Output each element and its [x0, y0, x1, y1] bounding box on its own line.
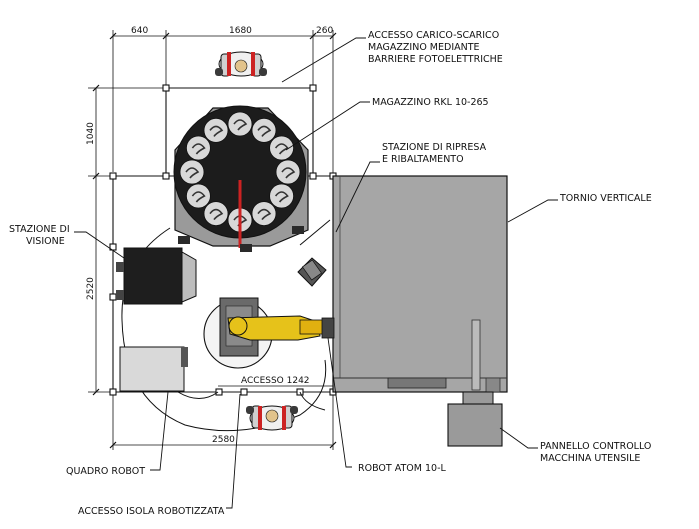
robot-atom	[203, 297, 335, 369]
dim-top-left: 640	[131, 26, 148, 36]
dim-left-upper: 1040	[86, 122, 96, 145]
magazine-pod	[275, 159, 301, 185]
magazine-pod	[203, 201, 229, 227]
label-vision-2: VISIONE	[26, 236, 65, 247]
magazine-pod-detail	[274, 143, 289, 155]
operator-bottom	[246, 405, 298, 431]
dim-left-lower: 2520	[86, 277, 96, 300]
dim-top-right: 260	[316, 26, 333, 36]
magazine-pod-detail	[233, 119, 248, 131]
label-access-loading-1: ACCESSO CARICO-SCARICO	[368, 30, 499, 41]
dim-top-mid: 1680	[229, 26, 252, 36]
label-pickup-2: E RIBALTAMENTO	[382, 154, 464, 165]
magazine-pods	[179, 111, 301, 233]
magazine-pod-detail	[209, 208, 224, 221]
label-vision-1: STAZIONE DI	[9, 224, 70, 235]
dim-access: ACCESSO 1242	[241, 376, 310, 386]
label-cell-access: ACCESSO ISOLA ROBOTIZZATA	[78, 506, 225, 517]
vertical-lathe	[332, 175, 508, 393]
dim-bottom-total: 2580	[212, 435, 235, 445]
magazine-pod	[179, 159, 205, 185]
magazine-pod-detail	[185, 167, 200, 179]
magazine-pod	[251, 201, 277, 227]
label-robot-cabinet: QUADRO ROBOT	[66, 466, 145, 477]
leader-lines	[74, 37, 558, 509]
magazine-pod-detail	[191, 143, 206, 155]
magazine-pod-detail	[209, 125, 224, 137]
dimension-ticks	[92, 32, 337, 449]
magazine-pod	[185, 183, 211, 209]
label-robot: ROBOT ATOM 10-L	[358, 463, 447, 474]
magazine-pod-detail	[257, 208, 272, 221]
robot-cabinet	[119, 346, 188, 392]
magazine-pod	[203, 117, 229, 143]
magazine-pod-detail	[191, 191, 206, 203]
magazine-pod	[227, 111, 253, 137]
label-control-panel-2: MACCHINA UTENSILE	[540, 453, 640, 464]
magazine-pod	[251, 117, 277, 143]
magazine-pod-detail	[257, 125, 272, 137]
pickup-flip-station	[297, 257, 327, 287]
label-control-panel-1: PANNELLO CONTROLLO	[540, 441, 651, 452]
label-lathe: TORNIO VERTICALE	[559, 193, 652, 204]
magazine-pod-detail	[281, 167, 296, 179]
operator-top	[215, 51, 267, 77]
magazine-pod	[185, 135, 211, 161]
label-magazine: MAGAZZINO RKL 10-265	[372, 97, 489, 108]
magazine-rkl	[173, 105, 309, 252]
magazine-pod-detail	[274, 191, 289, 203]
magazine-pod	[269, 183, 295, 209]
label-pickup-1: STAZIONE DI RIPRESA	[382, 142, 487, 153]
dimension-lines	[88, 30, 334, 450]
magazine-pod	[269, 135, 295, 161]
label-access-loading-2: MAGAZZINO MEDIANTE	[368, 42, 480, 53]
label-access-loading-3: BARRIERE FOTOELETTRICHE	[368, 54, 503, 65]
vision-station	[116, 247, 197, 305]
control-panel-machine-tool	[447, 391, 503, 447]
